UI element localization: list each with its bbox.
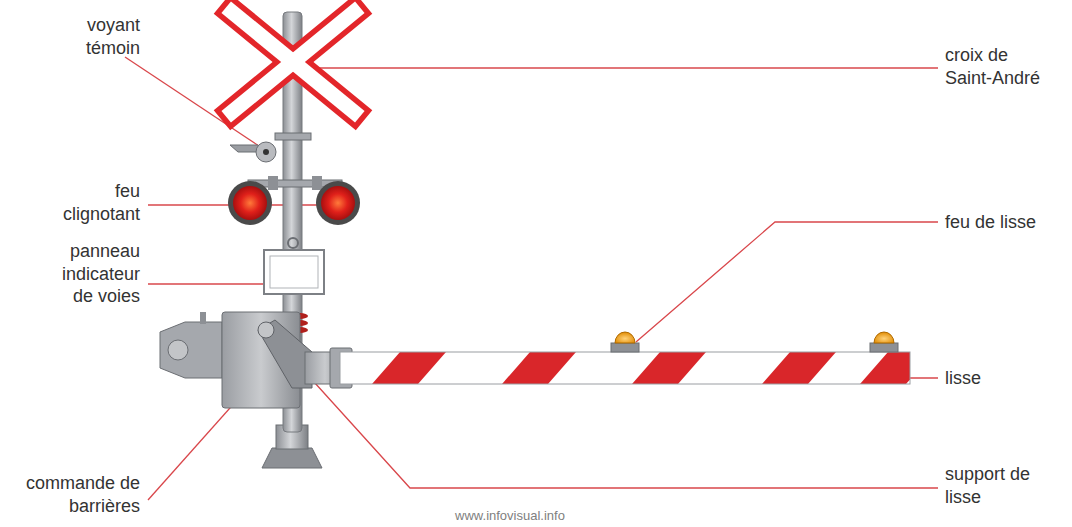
- part-label: commande de barrières: [22, 472, 140, 517]
- part-label: support de lisse: [945, 463, 1045, 508]
- part-label: feu clignotant: [50, 180, 140, 225]
- track-indicator-sign: [264, 238, 324, 294]
- part-label: lisse: [945, 367, 1055, 390]
- leader-lines: [125, 57, 938, 500]
- arm-lights: [611, 332, 898, 352]
- saint-andrew-cross: [232, 12, 354, 112]
- arm-support: [258, 320, 352, 388]
- watermark: www.infovisual.info: [400, 508, 620, 524]
- flashing-lights: [228, 176, 360, 225]
- part-label: croix de Saint-André: [945, 44, 1055, 89]
- part-label: panneau indicateur de voies: [40, 240, 140, 308]
- warning-indicator: [230, 133, 311, 162]
- part-label: feu de lisse: [945, 211, 1065, 234]
- part-label: voyant témoin: [60, 14, 140, 59]
- barrier-arm: [340, 352, 934, 384]
